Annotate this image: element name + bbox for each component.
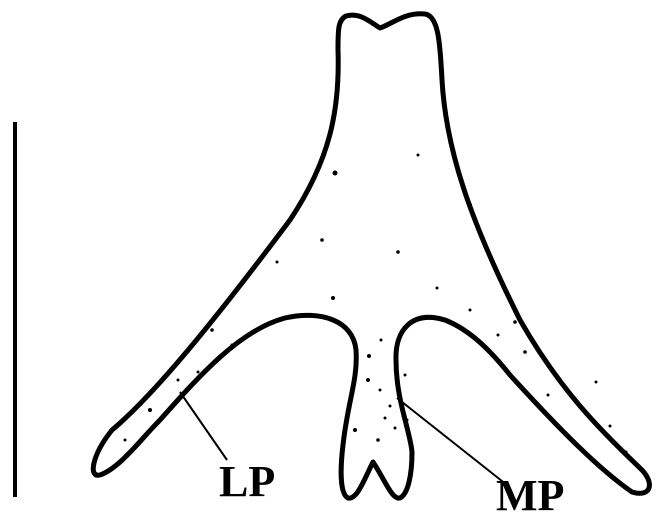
lp-leader-line	[180, 392, 227, 460]
mp-leader-line	[397, 398, 507, 485]
stipple-dots	[124, 154, 628, 454]
label-mp: MP	[496, 471, 564, 520]
specimen-outline	[93, 14, 649, 498]
label-lp: LP	[219, 457, 275, 506]
